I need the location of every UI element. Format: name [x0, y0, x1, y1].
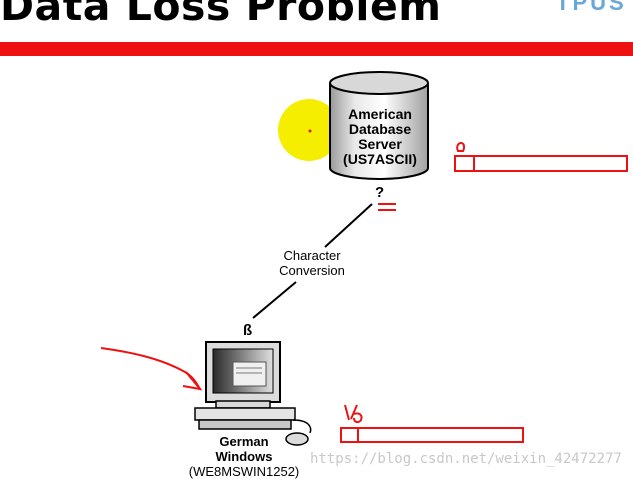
server-label-line: Database [348, 121, 412, 137]
client-charset-label: (WE8MSWIN1252) [188, 464, 300, 479]
server-annotation-marks [378, 141, 628, 211]
server-label-line: Server [358, 136, 402, 152]
connector-label-line: Character [283, 248, 341, 263]
pointer-arrow-annotation [100, 347, 203, 391]
connector-line-lower [252, 281, 297, 319]
server-charset-label: (US7ASCII) [343, 151, 417, 167]
corner-logo-fragment: TPUS [556, 0, 627, 15]
connector-label-line: Conversion [279, 263, 345, 278]
page-title: Data Loss Problem [0, 0, 442, 30]
question-mark-glyph: ? [375, 184, 385, 201]
title-underline-bar [0, 42, 633, 56]
client-annotation-marks [340, 404, 524, 443]
eszett-character: ß [243, 322, 253, 339]
client-label-line: Windows [215, 449, 273, 464]
watermark-text: https://blog.csdn.net/weixin_42472277 [310, 451, 622, 467]
connector-line-upper [324, 203, 373, 248]
computer-icon [194, 341, 312, 446]
server-label-line: American [348, 106, 412, 122]
pointer-dot [308, 129, 312, 133]
database-server-icon [329, 71, 429, 180]
client-label-line: German [219, 434, 269, 449]
